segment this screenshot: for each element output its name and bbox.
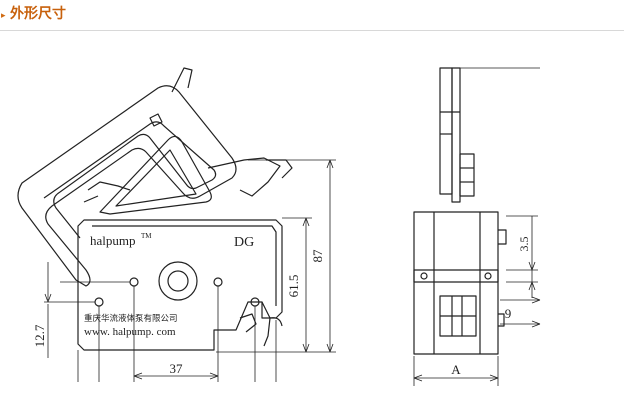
inner-arm <box>99 135 212 215</box>
mount-hole-bottom-left <box>94 297 104 307</box>
model-label: DG <box>234 235 254 250</box>
dim-hole-spacing: 37 <box>170 361 184 376</box>
dim-hole-offset: 12.7 <box>32 324 47 347</box>
mount-hole-top-left <box>129 277 139 287</box>
side-shaft-hole-left <box>420 272 428 280</box>
pump-body <box>77 219 283 351</box>
section-title: 外形尺寸 <box>10 6 66 22</box>
dim-side-offset: 9 <box>505 306 512 321</box>
website-label: www. halpump. com <box>84 326 176 338</box>
side-shaft-hole-right <box>484 272 492 280</box>
side-view <box>413 67 507 355</box>
dim-height-overall: 87 <box>310 249 325 263</box>
side-dimensions <box>413 67 541 386</box>
front-view <box>17 67 293 351</box>
dim-height-body: 61.5 <box>286 275 301 298</box>
front-view-labels: halpump TM DG 重庆华流液体泵有限公司 www. halpump. … <box>84 232 254 338</box>
dimension-labels: 87 61.5 37 12.7 3.5 9 A <box>32 237 531 378</box>
mount-hole-top-right <box>213 277 223 287</box>
front-dimensions <box>44 159 336 382</box>
rotor-outer <box>158 261 198 301</box>
rotor-inner <box>167 270 189 292</box>
side-lever <box>439 67 453 195</box>
dim-side-width: A <box>451 362 461 377</box>
dim-side-offset-small: 3.5 <box>517 237 531 252</box>
section-header: ▸ 外形尺寸 <box>0 0 624 31</box>
company-label: 重庆华流液体泵有限公司 <box>84 313 178 324</box>
side-body <box>413 211 499 355</box>
brand-label: halpump <box>90 233 136 248</box>
clamp-lever <box>17 85 237 287</box>
header-marker-icon: ▸ <box>1 10 6 20</box>
trademark-label: TM <box>141 232 152 240</box>
